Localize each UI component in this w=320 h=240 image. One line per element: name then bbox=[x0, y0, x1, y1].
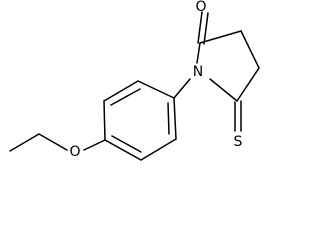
bond-n-phenyl bbox=[173, 78, 191, 99]
atom-label-nitrogen: N bbox=[193, 64, 203, 80]
bond-c2-c3 bbox=[199, 30, 242, 44]
bond-c2-o-double-a bbox=[197, 11, 203, 44]
bond-ph-inner-a bbox=[110, 88, 141, 106]
bond-ch2-ch3 bbox=[9, 133, 40, 152]
bond-oxygen-ch2 bbox=[38, 133, 68, 151]
bond-n-c2 bbox=[196, 42, 201, 64]
bond-c4-c5 bbox=[236, 67, 260, 102]
bond-ph6-ph1 bbox=[173, 97, 177, 140]
structure-canvas: O N O S bbox=[9, 0, 260, 161]
bond-c2-o-double-b bbox=[203, 12, 209, 45]
atom-label-ether-oxygen: O bbox=[69, 144, 80, 160]
molecule-drawing: O N O S bbox=[9, 0, 260, 161]
bond-c5-n bbox=[209, 78, 238, 102]
bond-ph1-ph2 bbox=[137, 80, 175, 99]
atom-label-sulfur: S bbox=[234, 134, 243, 150]
bond-ph5-ph6 bbox=[140, 138, 177, 161]
bond-ph-oxygen bbox=[83, 139, 106, 151]
bond-ph4-ph5 bbox=[104, 139, 142, 161]
bond-ph2-ph3 bbox=[103, 80, 139, 102]
bond-ph3-ph4 bbox=[103, 100, 106, 141]
bond-c3-c4 bbox=[240, 30, 260, 69]
bond-ph-inner-c bbox=[167, 102, 170, 135]
bond-ph-inner-b bbox=[111, 135, 142, 153]
atom-label-carbonyl-oxygen: O bbox=[195, 0, 206, 15]
